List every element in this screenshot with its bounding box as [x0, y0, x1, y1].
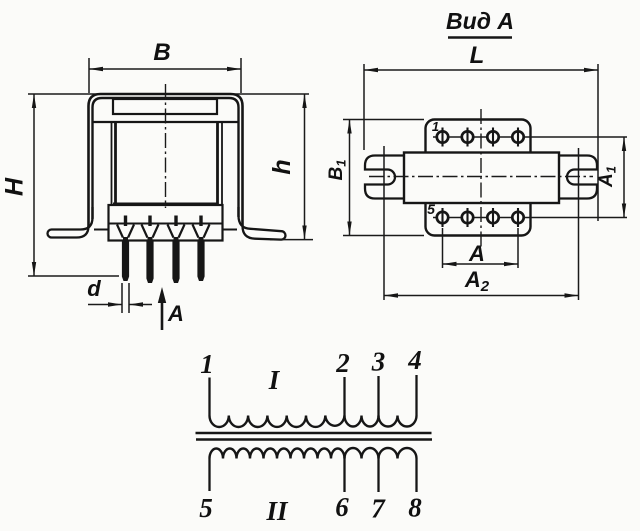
svg-text:L: L — [470, 42, 485, 69]
svg-text:B: B — [153, 39, 170, 66]
svg-text:7: 7 — [371, 494, 386, 524]
svg-text:d: d — [87, 276, 101, 301]
svg-text:2: 2 — [335, 348, 350, 378]
svg-text:8: 8 — [408, 493, 422, 523]
svg-text:5: 5 — [427, 201, 435, 217]
svg-text:H: H — [1, 177, 29, 196]
svg-text:II: II — [265, 496, 289, 526]
svg-text:5: 5 — [199, 493, 213, 523]
svg-text:Вид А: Вид А — [446, 8, 514, 34]
svg-text:A: A — [468, 241, 485, 266]
svg-text:h: h — [268, 159, 296, 174]
svg-text:1: 1 — [432, 119, 439, 134]
svg-text:A: A — [167, 301, 184, 326]
svg-text:4: 4 — [407, 345, 422, 375]
svg-text:6: 6 — [335, 492, 349, 522]
svg-text:3: 3 — [371, 347, 386, 377]
svg-text:1: 1 — [200, 349, 214, 379]
svg-text:I: I — [268, 365, 281, 395]
